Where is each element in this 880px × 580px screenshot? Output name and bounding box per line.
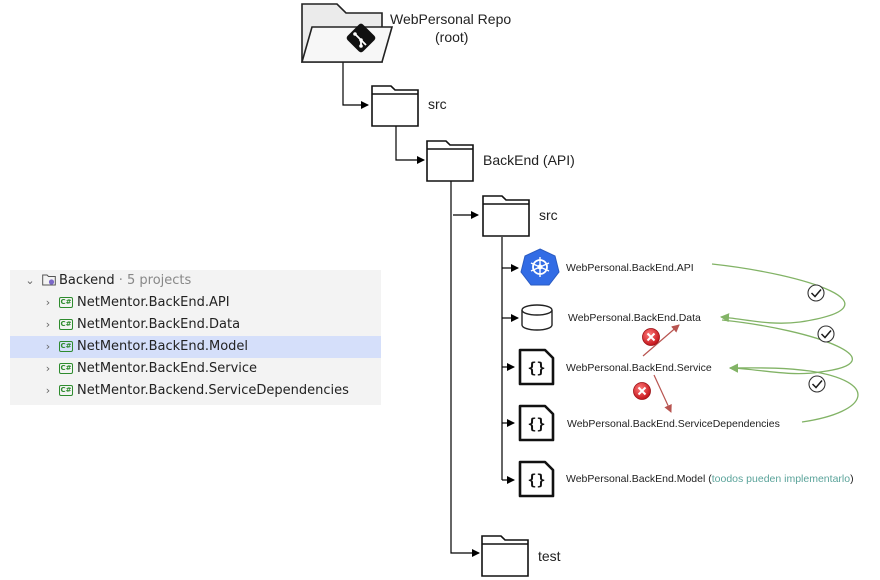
project-label-api: WebPersonal.BackEnd.API (566, 262, 694, 274)
solution-folder-label: Backend · 5 projects (59, 273, 192, 288)
solution-folder-row[interactable]: ⌄ Backend · 5 projects (10, 270, 381, 292)
csharp-project-icon: C# (59, 297, 73, 308)
project-label: NetMentor.BackEnd.API (77, 295, 230, 310)
project-row-model[interactable]: › C# NetMentor.BackEnd.Model (10, 336, 381, 358)
api-to-data-arrow (711, 263, 846, 324)
chevron-right-icon[interactable]: › (45, 384, 51, 397)
repo-title: WebPersonal Repo (390, 11, 511, 27)
tree-connectors (342, 62, 519, 557)
allowed-dependency-arrows (711, 263, 859, 423)
hexagon-api-icon (520, 248, 560, 286)
svg-text:{}: {} (527, 359, 545, 377)
json-braces-icon: {} (518, 460, 555, 498)
project-label: NetMentor.BackEnd.Model (77, 339, 249, 354)
forbidden-dependency-arrows (642, 324, 680, 413)
test-folder-label: test (538, 548, 561, 564)
chevron-right-icon[interactable]: › (45, 318, 51, 331)
check-icon (807, 284, 825, 302)
project-row-api[interactable]: › C# NetMentor.BackEnd.API (10, 292, 381, 314)
csharp-project-icon: C# (59, 385, 73, 396)
backend-folder-label: BackEnd (API) (483, 152, 575, 168)
chevron-right-icon[interactable]: › (45, 340, 51, 353)
data-to-service-arrow (721, 319, 853, 375)
project-label-servicedependencies: WebPersonal.BackEnd.ServiceDependencies (567, 418, 780, 430)
error-icon (642, 328, 660, 346)
repo-folder-icon (300, 3, 394, 63)
chevron-right-icon[interactable]: › (45, 362, 51, 375)
project-row-servicedependencies[interactable]: › C# NetMentor.Backend.ServiceDependenci… (10, 380, 381, 402)
chevron-right-icon[interactable]: › (45, 296, 51, 309)
svg-text:{}: {} (527, 471, 545, 489)
backend-src-folder-icon (482, 195, 530, 237)
project-label: NetMentor.BackEnd.Data (77, 317, 241, 332)
test-folder-icon (481, 535, 529, 577)
project-row-service[interactable]: › C# NetMentor.BackEnd.Service (10, 358, 381, 380)
csharp-project-icon: C# (59, 319, 73, 330)
project-label: NetMentor.BackEnd.Service (77, 361, 258, 376)
project-label-model: WebPersonal.BackEnd.Model (toodos pueden… (566, 473, 854, 485)
solution-explorer-panel: ⌄ Backend · 5 projects › C# NetMentor.Ba… (10, 270, 381, 405)
json-braces-icon: {} (518, 348, 555, 386)
src-folder-icon (371, 85, 419, 127)
check-icon (817, 325, 835, 343)
csharp-project-icon: C# (59, 341, 73, 352)
backend-folder-icon (426, 140, 474, 182)
service-to-dependencies-forbidden-arrow (653, 374, 672, 413)
model-note: toodos pueden implementarlo (712, 473, 851, 485)
project-label-service: WebPersonal.BackEnd.Service (566, 362, 712, 374)
service-to-data-forbidden-arrow (642, 324, 680, 357)
project-label: NetMentor.Backend.ServiceDependencies (77, 383, 349, 398)
git-logo-icon (346, 23, 376, 53)
dependencies-to-service-arrow (729, 363, 859, 423)
backend-src-folder-label: src (539, 207, 558, 223)
svg-text:{}: {} (527, 415, 545, 433)
json-braces-icon: {} (518, 404, 555, 442)
csharp-project-icon: C# (59, 363, 73, 374)
project-row-data[interactable]: › C# NetMentor.BackEnd.Data (10, 314, 381, 336)
database-icon (521, 304, 553, 331)
check-icon (808, 375, 826, 393)
repo-subtitle: (root) (435, 29, 468, 45)
solution-folder-icon (42, 274, 56, 286)
error-icon (633, 382, 651, 400)
src-folder-label: src (428, 96, 447, 112)
project-label-data: WebPersonal.BackEnd.Data (568, 312, 701, 324)
chevron-down-icon[interactable]: ⌄ (25, 274, 35, 287)
